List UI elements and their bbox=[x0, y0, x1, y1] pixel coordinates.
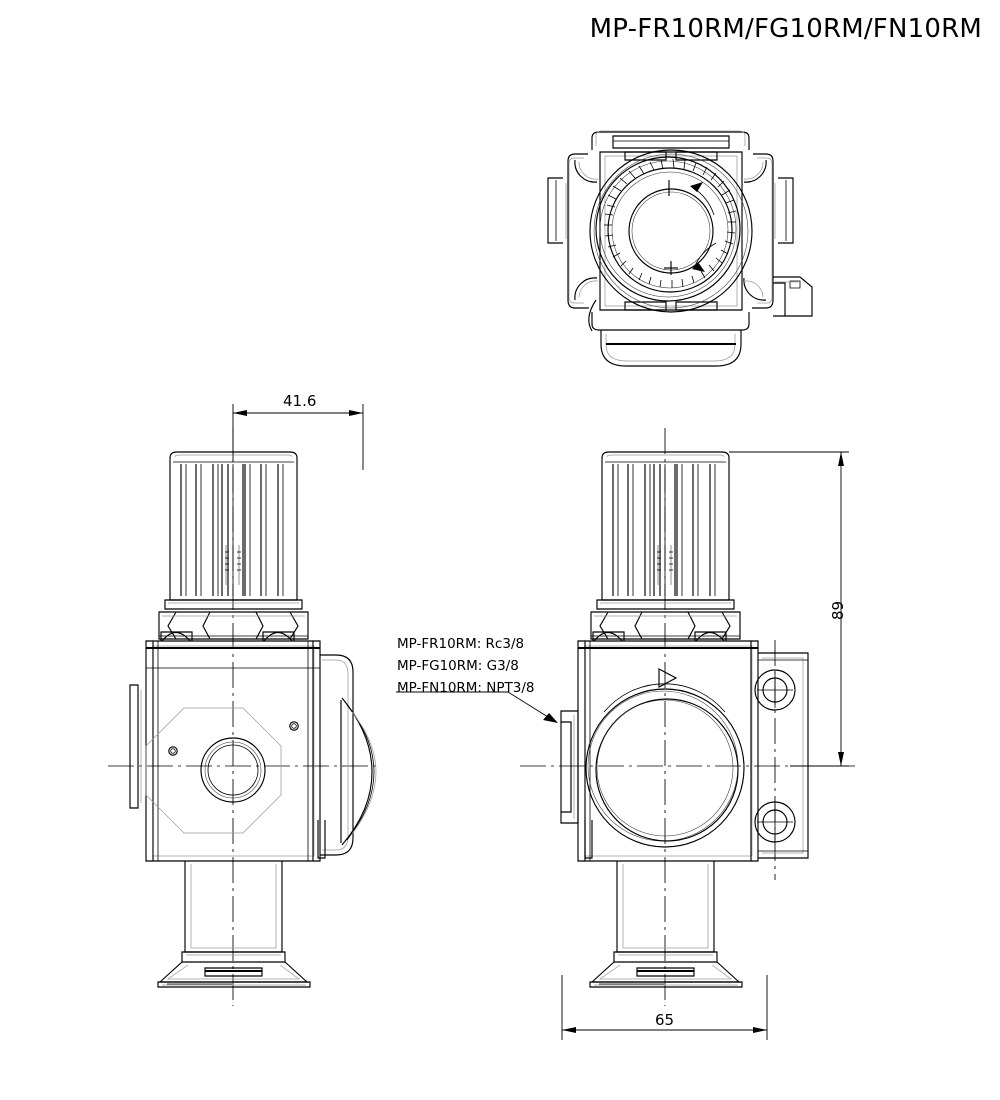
top-plan-view bbox=[547, 130, 813, 367]
side-elevation-view bbox=[108, 428, 380, 1006]
adjustment-knob-side bbox=[164, 451, 303, 610]
top-view-body-outline bbox=[547, 130, 794, 331]
port-flange-left-front bbox=[560, 710, 579, 824]
knob-rotation-arrow-upper bbox=[690, 182, 715, 216]
drain-bowl-side bbox=[157, 861, 311, 988]
knob-top-rings bbox=[589, 149, 753, 313]
regulator-body-front bbox=[577, 631, 759, 862]
flow-direction-arrow bbox=[658, 668, 678, 688]
hex-locknut-front bbox=[590, 611, 741, 640]
dimension-label-41-6: 41.6 bbox=[283, 392, 317, 410]
top-view-bowl-below bbox=[588, 299, 742, 367]
port-flange-left-side bbox=[129, 684, 142, 809]
dimension-89 bbox=[729, 451, 849, 767]
port-boss-side bbox=[145, 707, 282, 834]
knob-plus-mark bbox=[664, 261, 678, 275]
screw-boss-left bbox=[168, 746, 178, 756]
top-view-bracket-stub bbox=[773, 276, 813, 317]
mounting-bracket-front bbox=[754, 652, 809, 859]
screw-boss-right bbox=[289, 721, 299, 731]
bracket-dome-side bbox=[317, 654, 377, 859]
note-line-2: MP-FG10RM: G3/8 bbox=[397, 658, 519, 674]
note-leader-line bbox=[396, 691, 558, 723]
dimension-label-65: 65 bbox=[655, 1011, 675, 1029]
knob-rotation-arrow-lower bbox=[692, 242, 717, 272]
front-elevation-view bbox=[520, 428, 855, 1006]
page-title: MP-FR10RM/FG10RM/FN10RM bbox=[589, 14, 982, 44]
hex-locknut-side bbox=[158, 611, 309, 640]
adjustment-knob-front bbox=[596, 451, 735, 610]
drain-bowl-front bbox=[589, 861, 743, 988]
knob-knurl-marks bbox=[604, 158, 737, 288]
dimension-65 bbox=[561, 975, 768, 1040]
dimension-41-6 bbox=[232, 404, 364, 470]
note-line-1: MP-FR10RM: Rc3/8 bbox=[397, 636, 525, 652]
